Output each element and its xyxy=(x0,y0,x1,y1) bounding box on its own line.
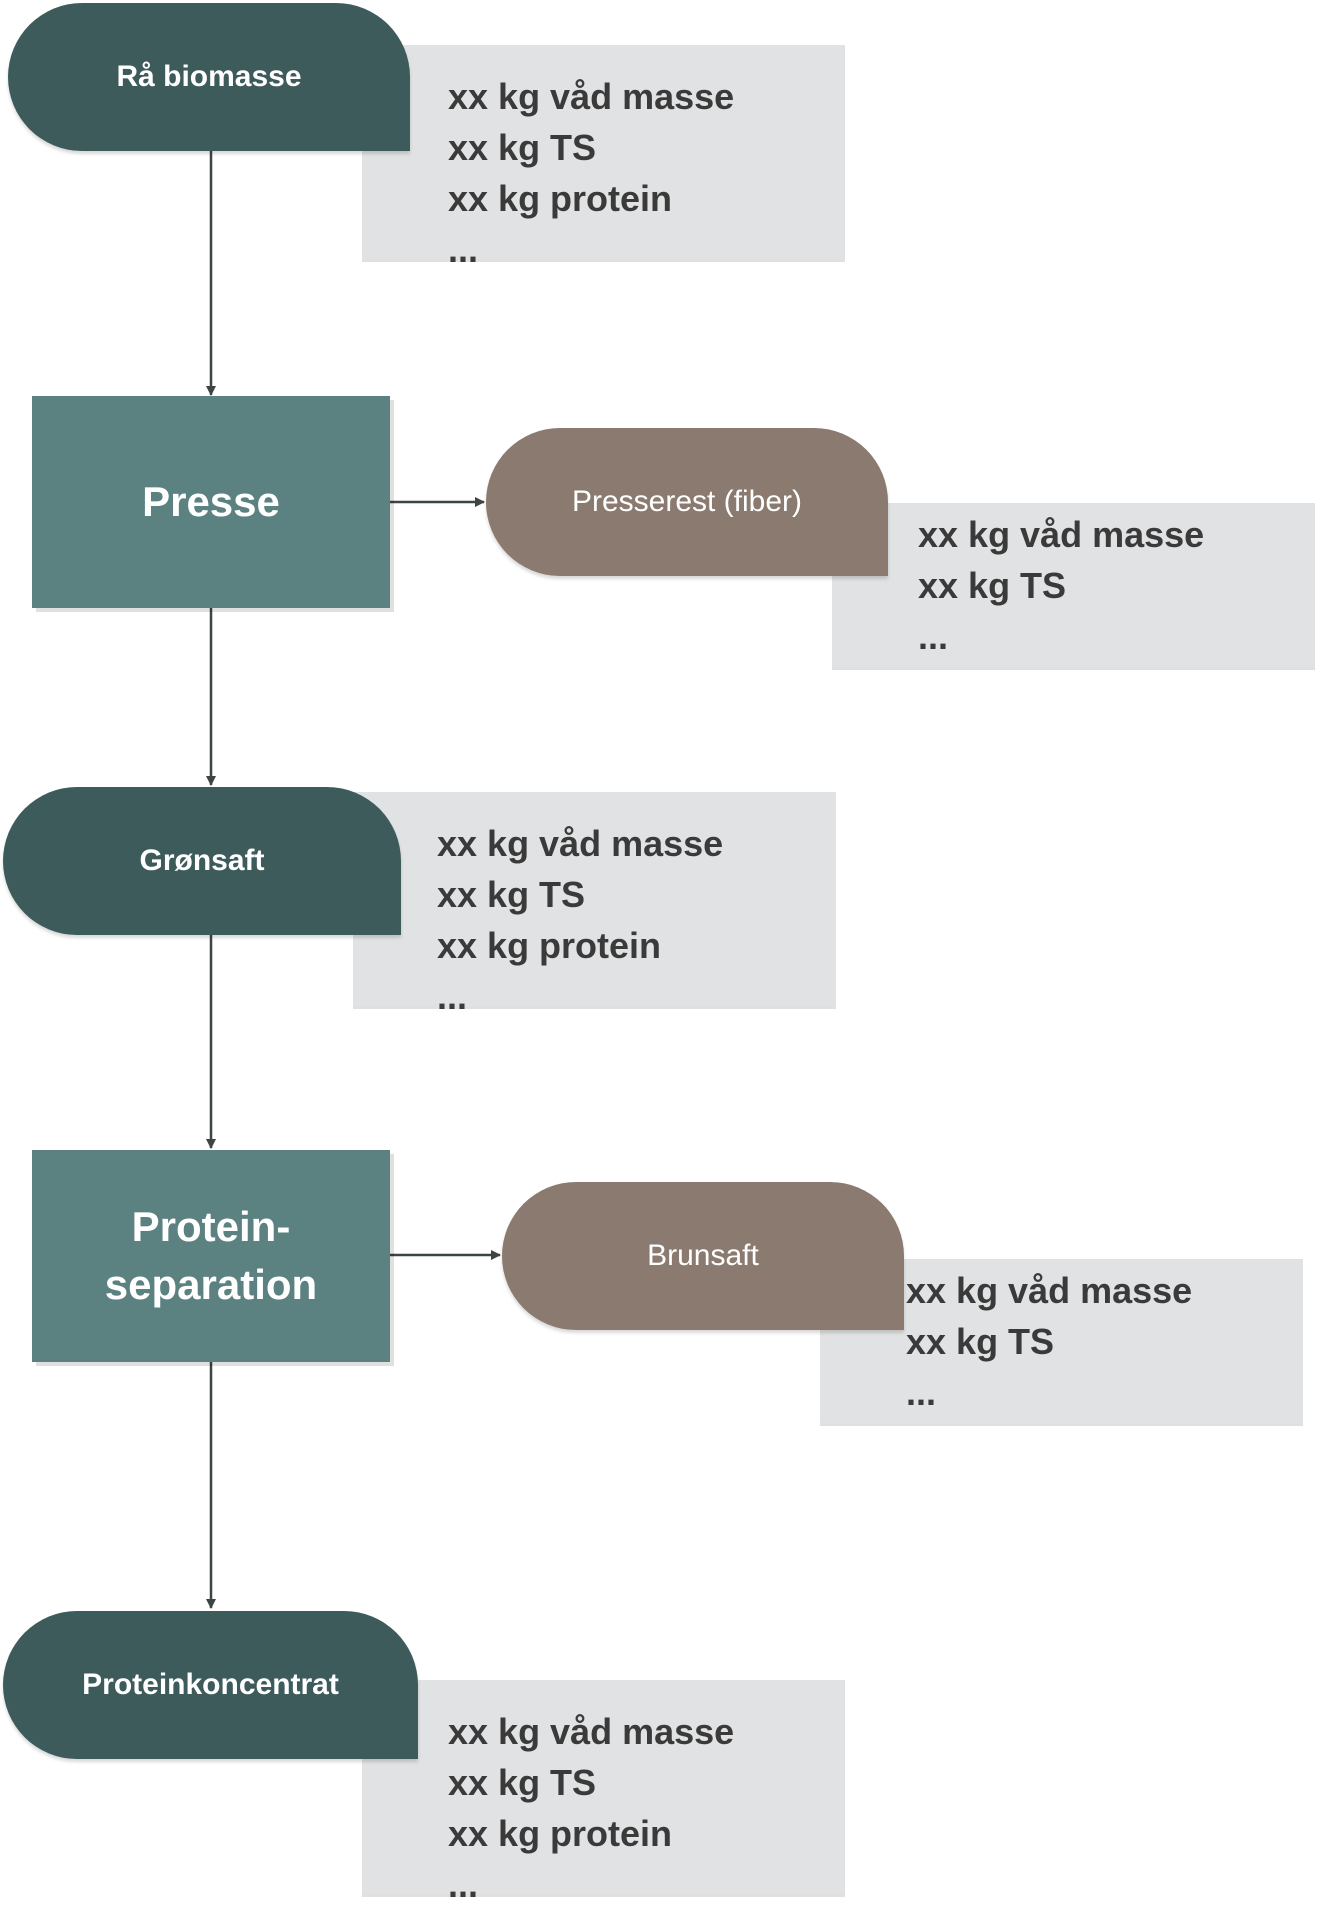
info-line: xx kg våd masse xyxy=(448,1711,735,1752)
terminal-label: Proteinkoncentrat xyxy=(82,1668,339,1701)
info-line: xx kg TS xyxy=(906,1321,1055,1362)
terminal-label: Brunsaft xyxy=(647,1239,759,1272)
info-line: ... xyxy=(906,1372,937,1413)
process-label: Presse xyxy=(142,478,280,525)
info-line: xx kg TS xyxy=(448,127,597,168)
terminal-label: Grønsaft xyxy=(139,844,265,877)
info-line: xx kg TS xyxy=(448,1762,597,1803)
info-box-presserest: xx kg våd masse xx kg TS ... xyxy=(832,503,1315,667)
info-box-groensaft: xx kg våd masse xx kg TS xx kg protein .… xyxy=(353,792,836,1017)
info-box-proteinkoncentrat: xx kg våd masse xx kg TS xx kg protein .… xyxy=(362,1680,845,1905)
process-proteinseparation: Protein- separation xyxy=(32,1150,390,1362)
info-box-raa-biomasse: xx kg våd masse xx kg TS xx kg protein .… xyxy=(362,45,845,270)
process-label-line-1: Protein- xyxy=(131,1203,291,1250)
info-line: xx kg våd masse xyxy=(918,514,1205,555)
terminal-label: Rå biomasse xyxy=(116,60,302,93)
info-line: xx kg protein xyxy=(448,178,673,219)
process-presse: Presse xyxy=(32,396,390,608)
info-line: xx kg våd masse xyxy=(448,76,735,117)
terminal-groensaft: Grønsaft xyxy=(3,787,401,935)
info-line: ... xyxy=(448,229,479,270)
terminal-raa-biomasse: Rå biomasse xyxy=(8,3,410,151)
terminal-label: Presserest (fiber) xyxy=(571,485,803,518)
info-line: ... xyxy=(918,616,949,657)
info-line: xx kg TS xyxy=(918,565,1067,606)
process-label-line-2: separation xyxy=(104,1261,318,1308)
terminal-brunsaft: Brunsaft xyxy=(502,1182,904,1330)
info-line: xx kg våd masse xyxy=(906,1270,1193,1311)
info-line: ... xyxy=(437,976,468,1017)
info-line: ... xyxy=(448,1864,479,1905)
terminal-proteinkoncentrat: Proteinkoncentrat xyxy=(3,1611,418,1759)
info-line: xx kg protein xyxy=(448,1813,673,1854)
info-line: xx kg TS xyxy=(437,874,586,915)
terminal-presserest: Presserest (fiber) xyxy=(486,428,888,576)
info-line: xx kg våd masse xyxy=(437,823,724,864)
info-line: xx kg protein xyxy=(437,925,662,966)
